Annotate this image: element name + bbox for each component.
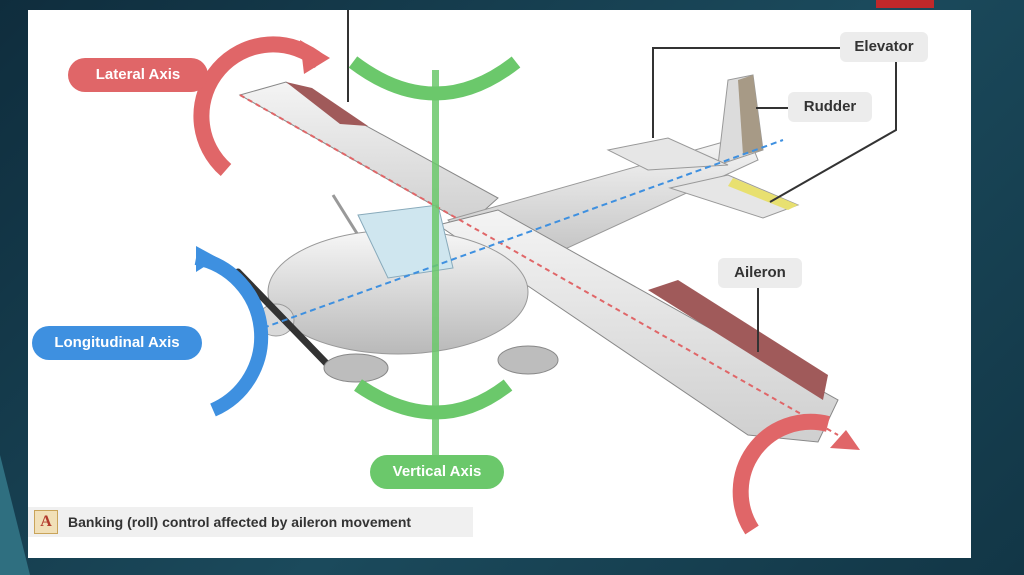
vertical-rotation-arrow-bottom — [354, 379, 513, 420]
figure-caption: A Banking (roll) control affected by ail… — [28, 507, 473, 537]
vertical-axis-label: Vertical Axis — [370, 455, 504, 489]
rudder-label: Rudder — [788, 92, 872, 122]
elevator-surface — [728, 178, 798, 210]
lateral-axis-label: Lateral Axis — [68, 58, 208, 92]
longitudinal-arrow-head — [196, 246, 218, 272]
lateral-axis-line — [239, 94, 839, 436]
elevator-leader-line-2 — [769, 62, 897, 203]
elevator-label: Elevator — [840, 32, 928, 62]
aileron-label: Aileron — [718, 258, 802, 288]
rudder-surface — [738, 75, 763, 155]
caption-badge: A — [34, 510, 58, 534]
slide-accent-bar — [876, 0, 934, 8]
longitudinal-rotation-arrow — [194, 251, 269, 417]
elevator-leader-line — [652, 47, 840, 138]
lateral-arrow-head-bottom — [830, 430, 860, 450]
slide-decoration-triangle — [0, 455, 30, 575]
left-aileron — [286, 82, 368, 126]
wing-strut — [331, 194, 360, 236]
vertical-rotation-arrow-top — [348, 56, 521, 101]
caption-text: Banking (roll) control affected by ailer… — [68, 514, 412, 530]
cockpit-window — [357, 204, 454, 279]
airplane-axes-diagram — [193, 10, 897, 535]
diagram-panel: Lateral Axis Longitudinal Axis Vertical … — [28, 10, 971, 558]
right-aileron — [648, 280, 828, 400]
lateral-rotation-arrow-top — [193, 36, 326, 177]
longitudinal-axis-label: Longitudinal Axis — [32, 326, 202, 360]
lateral-rotation-arrow-bottom — [732, 413, 830, 535]
landing-gear-right — [497, 345, 559, 375]
left-horizontal-stabilizer — [606, 137, 729, 171]
vertical-axis-line — [432, 70, 439, 460]
landing-gear-left — [323, 353, 389, 383]
left-wing — [238, 81, 499, 226]
lateral-arrow-head-top — [300, 40, 330, 74]
longitudinal-axis-line — [262, 139, 784, 329]
